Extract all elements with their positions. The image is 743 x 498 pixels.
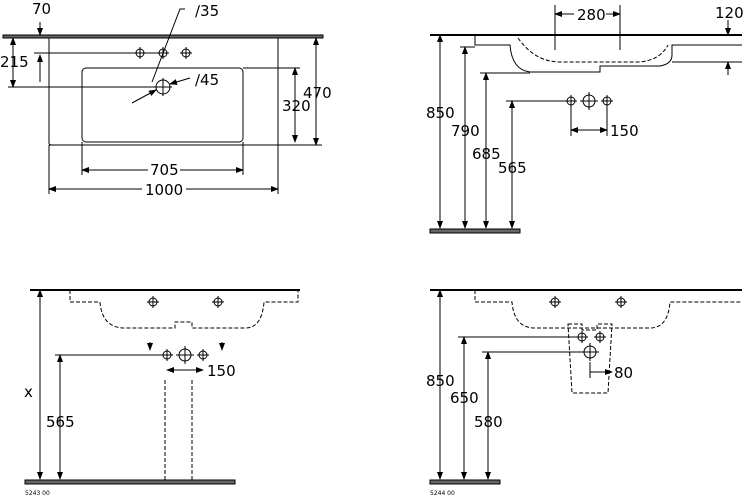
waste-hole-icon bbox=[575, 330, 589, 344]
label-background bbox=[148, 162, 180, 176]
floor-line bbox=[429, 479, 501, 485]
waste-hole-icon bbox=[160, 348, 174, 362]
waste-outlet-icon bbox=[580, 92, 598, 110]
dim-150: 150 bbox=[610, 122, 639, 140]
dim-drain-diameter: ∕45 bbox=[195, 71, 219, 89]
dim-650: 650 bbox=[450, 389, 479, 407]
waste-outlet-icon bbox=[176, 346, 194, 364]
top-view: 70 ∕35 215 ∕45 470 320 705 1000 bbox=[0, 0, 332, 199]
waste-hole-icon bbox=[196, 348, 210, 362]
dim-70: 70 bbox=[32, 0, 51, 18]
waste-hole-icon bbox=[593, 330, 607, 344]
tap-hole-icon bbox=[614, 295, 628, 309]
article-code: 5244 00 bbox=[430, 490, 455, 497]
dim-1000: 1000 bbox=[145, 181, 183, 199]
tap-hole-icon bbox=[146, 295, 160, 309]
tap-hole-icon bbox=[548, 295, 562, 309]
countertop-edge bbox=[2, 34, 324, 39]
dim-215: 215 bbox=[0, 53, 29, 71]
bowl-outline bbox=[81, 67, 244, 143]
pedestal-view: x 565 150 5243 00 bbox=[24, 289, 300, 497]
hidden-bowl-line bbox=[517, 37, 669, 63]
dim-320: 320 bbox=[282, 97, 311, 115]
leader-line bbox=[151, 8, 185, 83]
label-background bbox=[574, 6, 606, 22]
tap-hole-icon bbox=[211, 295, 225, 309]
waste-hole-icon bbox=[600, 94, 614, 108]
floor-line bbox=[24, 479, 236, 485]
side-view: 280 120 850 790 685 565 150 bbox=[426, 4, 743, 234]
dim-565: 565 bbox=[498, 159, 527, 177]
dim-470: 470 bbox=[303, 84, 332, 102]
leader-line bbox=[131, 89, 157, 104]
semi-pedestal-outline bbox=[567, 323, 613, 394]
article-code: 5243 00 bbox=[25, 490, 50, 497]
dim-80: 80 bbox=[614, 364, 633, 382]
dim-580: 580 bbox=[474, 413, 503, 431]
leader-line bbox=[169, 77, 191, 85]
dim-565: 565 bbox=[46, 413, 75, 431]
dim-tap-hole-diameter: ∕35 bbox=[195, 2, 219, 20]
basin-profile bbox=[69, 290, 299, 329]
dim-850: 850 bbox=[426, 372, 455, 390]
label-background bbox=[142, 182, 186, 196]
dim-685: 685 bbox=[472, 145, 501, 163]
dim-280: 280 bbox=[577, 6, 606, 24]
dim-x: x bbox=[24, 383, 33, 401]
basin-profile bbox=[474, 35, 742, 73]
waste-hole-icon bbox=[564, 94, 578, 108]
tap-hole-icon bbox=[179, 46, 193, 60]
dim-790: 790 bbox=[451, 122, 480, 140]
dim-150: 150 bbox=[207, 362, 236, 380]
floor-line bbox=[429, 228, 521, 234]
basin-profile bbox=[474, 290, 742, 329]
dim-705: 705 bbox=[150, 161, 179, 179]
waste-outlet-icon bbox=[581, 343, 599, 361]
semi-pedestal-view: 850 650 580 80 5244 00 bbox=[426, 289, 742, 497]
dim-850: 850 bbox=[426, 104, 455, 122]
dim-120: 120 bbox=[715, 4, 743, 22]
